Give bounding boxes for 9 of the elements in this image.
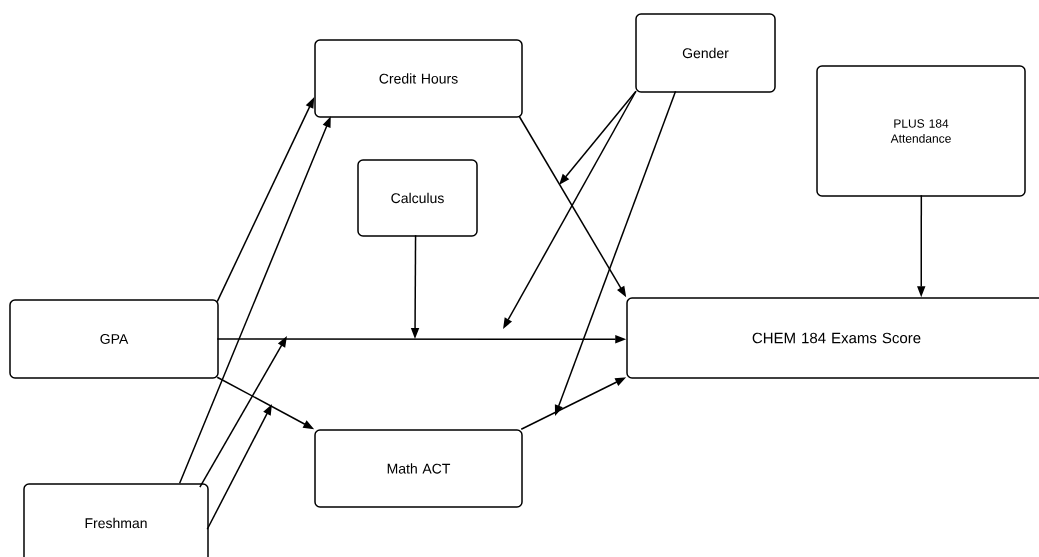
variable-box: Gender xyxy=(635,13,776,93)
variable-box: Freshman xyxy=(23,483,209,557)
variable-box: Math ACT xyxy=(314,429,523,508)
variable-box: PLUS 184 Attendance xyxy=(816,65,1026,197)
arrow xyxy=(559,90,637,185)
variable-box: GPA xyxy=(9,299,219,379)
variable-box: Credit Hours xyxy=(314,39,523,118)
variable-box: CHEM 184 Exams Score xyxy=(626,297,1039,379)
variable-box: Calculus xyxy=(357,159,478,237)
